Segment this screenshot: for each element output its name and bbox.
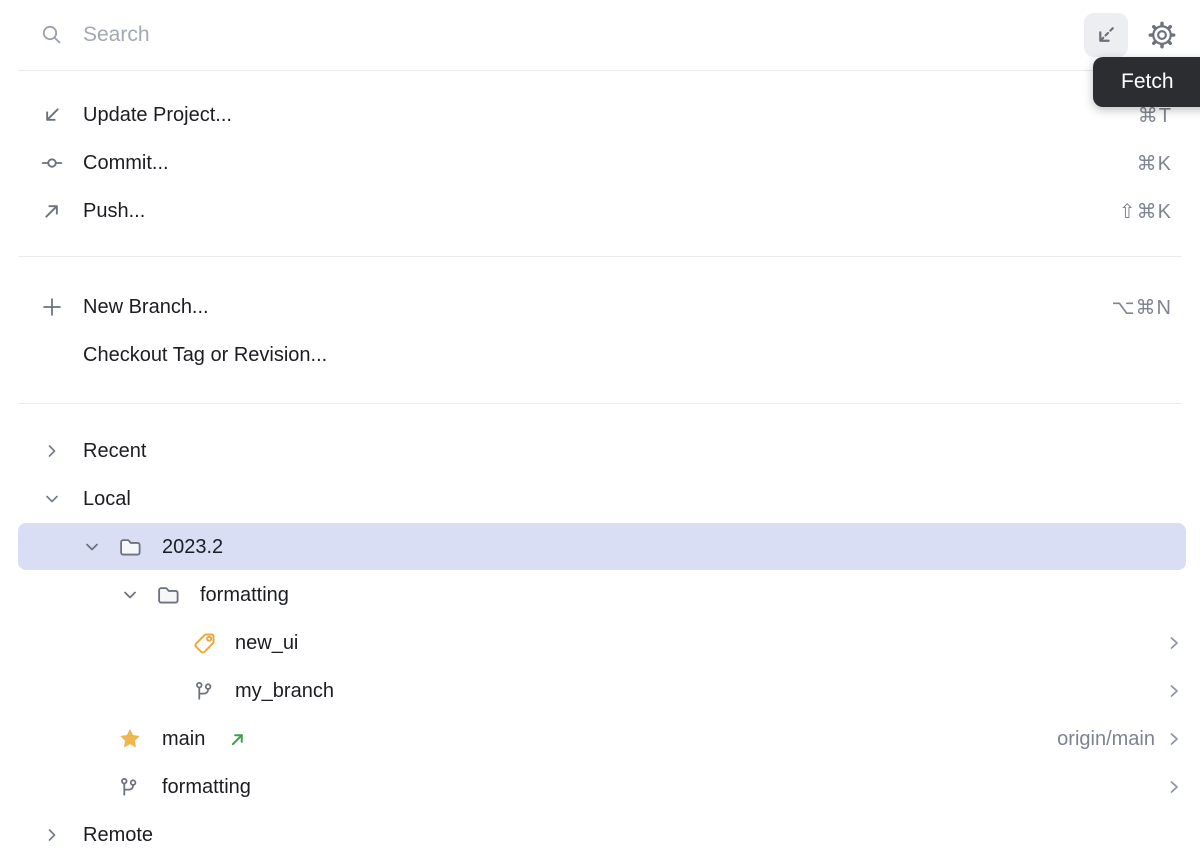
tree-node-label: main <box>162 727 206 750</box>
divider <box>18 256 1182 257</box>
vcs-actions-section: Update Project... ⌘T Commit... ⌘K Push..… <box>0 71 1200 256</box>
row-trailing <box>1164 633 1200 653</box>
chevron-down-icon[interactable] <box>40 487 64 511</box>
menu-item-commit[interactable]: Commit... ⌘K <box>0 139 1200 187</box>
branch-ops-section: New Branch... ⌥⌘N Checkout Tag or Revisi… <box>0 257 1200 403</box>
update-project-icon <box>40 103 64 127</box>
submenu-chevron-icon[interactable] <box>1164 633 1184 653</box>
menu-item-label: Push... <box>83 199 146 222</box>
commit-icon <box>40 151 64 175</box>
tree-node-my-branch[interactable]: my_branch <box>0 667 1200 715</box>
tree-node-main[interactable]: main origin/main <box>0 715 1200 763</box>
settings-button[interactable] <box>1140 13 1184 57</box>
chevron-down-icon[interactable] <box>80 535 104 559</box>
divider <box>18 403 1182 404</box>
menu-item-label: Update Project... <box>83 103 232 126</box>
push-icon <box>40 199 64 223</box>
tree-node-label: Local <box>83 487 131 510</box>
tree-node-label: 2023.2 <box>162 535 224 558</box>
tree-node-new-ui[interactable]: new_ui <box>0 619 1200 667</box>
chevron-right-icon[interactable] <box>40 439 64 463</box>
row-trailing <box>1164 777 1200 797</box>
chevron-down-icon[interactable] <box>118 583 142 607</box>
shortcut-hint: ⌘T <box>1137 104 1172 127</box>
tree-node-recent[interactable]: Recent <box>0 427 1200 475</box>
tree-node-label: Recent <box>83 439 147 462</box>
tracking-branch-label: origin/main <box>1057 727 1155 750</box>
submenu-chevron-icon[interactable] <box>1164 777 1184 797</box>
menu-item-label: Commit... <box>83 151 169 174</box>
git-branch-icon <box>118 775 142 799</box>
tree-node-label: formatting <box>200 583 289 606</box>
search-icon <box>40 23 64 47</box>
chevron-right-icon[interactable] <box>40 823 64 847</box>
submenu-chevron-icon[interactable] <box>1164 729 1184 749</box>
tree-node-formatting-branch[interactable]: formatting <box>0 763 1200 811</box>
fetch-tooltip: Fetch <box>1093 57 1200 107</box>
menu-item-label: New Branch... <box>83 295 209 318</box>
empty-icon-spacer <box>40 343 64 367</box>
divider <box>18 70 1182 71</box>
shortcut-hint: ⇧⌘K <box>1118 200 1172 223</box>
menu-item-checkout-tag[interactable]: Checkout Tag or Revision... <box>0 331 1200 379</box>
search-input[interactable]: Search <box>83 23 150 46</box>
submenu-chevron-icon[interactable] <box>1164 681 1184 701</box>
tree-node-local[interactable]: Local <box>0 475 1200 523</box>
tree-node-label: new_ui <box>235 631 299 654</box>
shortcut-hint: ⌥⌘N <box>1111 296 1172 319</box>
folder-icon <box>156 583 180 607</box>
row-trailing <box>1164 681 1200 701</box>
menu-item-label: Checkout Tag or Revision... <box>83 343 328 366</box>
outgoing-commits-icon <box>229 731 246 748</box>
shortcut-hint: ⌘K <box>1136 152 1172 175</box>
plus-icon <box>40 295 64 319</box>
tree-node-formatting-folder[interactable]: formatting <box>0 571 1200 619</box>
menu-item-update-project[interactable]: Update Project... ⌘T <box>0 91 1200 139</box>
tree-node-label: my_branch <box>235 679 334 702</box>
tree-node-remote[interactable]: Remote <box>0 811 1200 859</box>
fetch-arrow-dashed-icon <box>1093 22 1119 48</box>
branches-tree: Recent Local 2023.2 formatting <box>0 404 1200 859</box>
tooltip-label: Fetch <box>1121 70 1174 93</box>
tree-node-label: formatting <box>162 775 251 798</box>
popup-toolbar <box>1084 0 1200 70</box>
search-bar[interactable]: Search <box>0 0 1200 70</box>
fetch-button[interactable] <box>1084 13 1128 57</box>
gear-icon <box>1147 20 1177 50</box>
tree-node-2023-2[interactable]: 2023.2 <box>0 523 1200 571</box>
tag-icon <box>193 631 217 655</box>
tree-node-label: Remote <box>83 823 154 846</box>
star-favorite-icon[interactable] <box>118 727 142 751</box>
menu-item-push[interactable]: Push... ⇧⌘K <box>0 187 1200 235</box>
git-branch-icon <box>193 679 217 703</box>
row-trailing: origin/main <box>1057 728 1200 751</box>
menu-item-new-branch[interactable]: New Branch... ⌥⌘N <box>0 283 1200 331</box>
folder-icon <box>118 535 142 559</box>
